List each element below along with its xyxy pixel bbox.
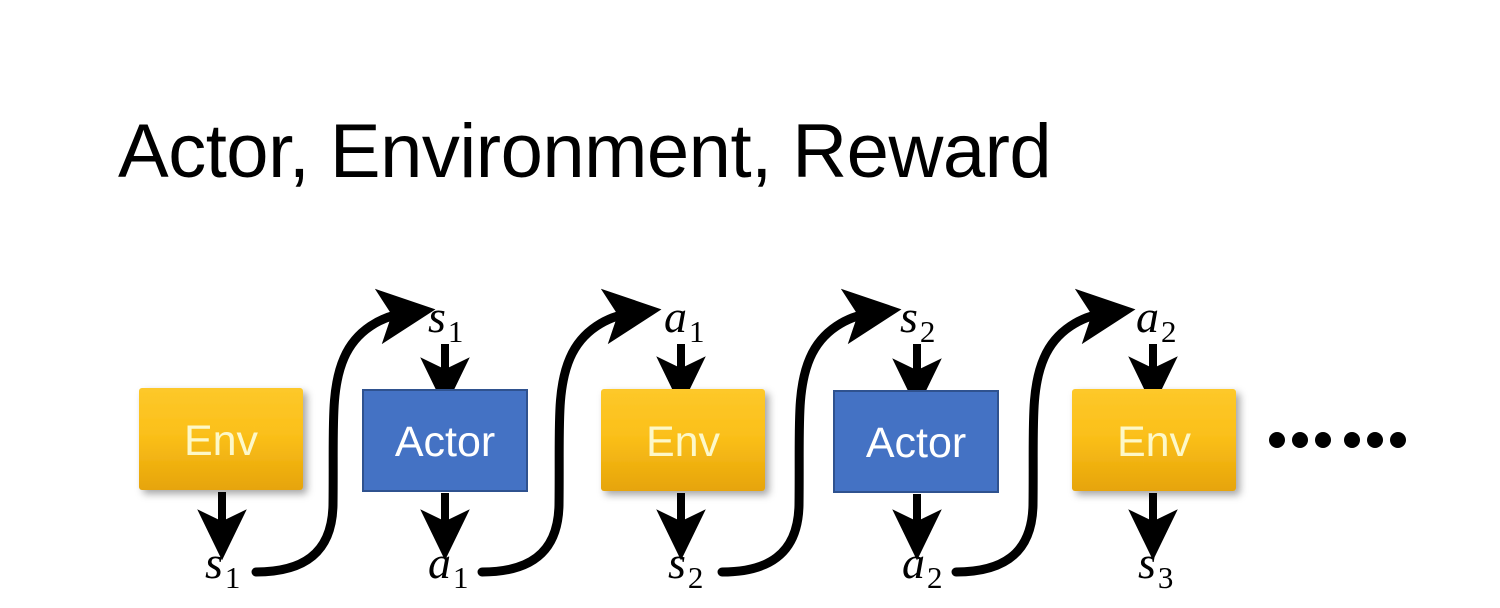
box-actor-1[interactable]: Actor bbox=[362, 389, 528, 492]
bottom-state-action-labels: s1 a1 s2 a2 s3 bbox=[205, 537, 1173, 595]
box-env-1[interactable]: Env bbox=[139, 388, 303, 490]
label-bottom-a1: a1 bbox=[428, 537, 469, 595]
box-actor-2-label: Actor bbox=[866, 419, 966, 467]
label-top-s2: s2 bbox=[900, 291, 935, 349]
label-top-a1: a1 bbox=[664, 291, 705, 349]
curve-s1-to-actor1 bbox=[251, 288, 436, 577]
label-top-a2: a2 bbox=[1136, 291, 1177, 349]
box-env-3[interactable]: Env bbox=[1072, 389, 1236, 491]
box-env-2[interactable]: Env bbox=[601, 389, 765, 491]
box-env-3-shape[interactable] bbox=[1072, 389, 1236, 491]
label-bottom-s3: s3 bbox=[1138, 537, 1173, 595]
box-env-1-shape[interactable] bbox=[139, 388, 303, 490]
curved-connectors bbox=[251, 288, 1136, 577]
ellipsis-icon bbox=[1269, 432, 1406, 448]
box-env-2-label: Env bbox=[646, 418, 721, 466]
box-actor-2-shape[interactable] bbox=[833, 390, 999, 493]
box-actor-1-shape[interactable] bbox=[362, 389, 528, 492]
label-bottom-s1: s1 bbox=[205, 537, 240, 595]
outgoing-arrows bbox=[197, 492, 1178, 561]
box-actor-2[interactable]: Actor bbox=[833, 390, 999, 493]
label-top-s1: s1 bbox=[428, 291, 463, 349]
curve-s2-to-actor2 bbox=[717, 288, 902, 577]
curve-a2-to-env3 bbox=[951, 288, 1136, 577]
box-env-3-label: Env bbox=[1117, 418, 1192, 466]
top-state-action-labels: s1 a1 s2 a2 bbox=[428, 291, 1177, 349]
label-bottom-s2: s2 bbox=[668, 537, 703, 595]
page-title: Actor, Environment, Reward bbox=[118, 109, 1052, 194]
incoming-arrows bbox=[420, 344, 1178, 410]
curve-a1-to-env2 bbox=[477, 288, 662, 577]
box-actor-1-label: Actor bbox=[395, 418, 495, 466]
box-env-2-shape[interactable] bbox=[601, 389, 765, 491]
box-env-1-label: Env bbox=[184, 417, 259, 465]
label-bottom-a2: a2 bbox=[902, 537, 943, 595]
